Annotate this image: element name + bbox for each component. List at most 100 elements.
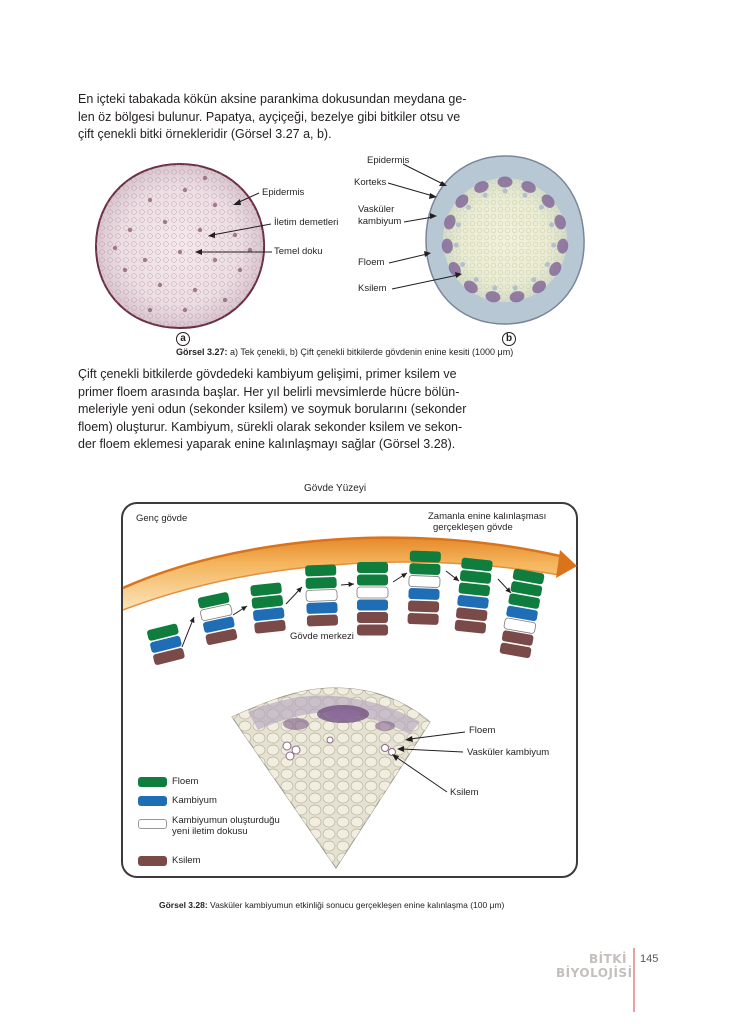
stem-center-label: Gövde merkezi (290, 631, 354, 642)
body-line-5: der floem eklemesi yaparak enine kalınla… (78, 437, 456, 452)
tissue-layer (510, 581, 543, 597)
dicot-stem-section (425, 155, 585, 325)
legend-label-new-tissue-2: yeni iletim dokusu (172, 826, 248, 837)
legend-label-new-tissue-1: Kambiyumun oluşturduğu (172, 815, 280, 826)
figure-328-caption-text: Vasküler kambiyumun etkinliği sonucu ger… (207, 900, 505, 910)
monocot-stem-section (94, 162, 266, 330)
growth-arrow-head (241, 606, 247, 612)
wedge-label-vascular-cambium: Vasküler kambiyum (467, 747, 550, 758)
footer-title-line-2: BİYOLOJİSİ (556, 966, 633, 980)
label-b-xylem: Ksilem (358, 283, 387, 294)
intro-line-3: çift çenekli bitki örnekleridir (Görsel … (78, 127, 332, 142)
thickened-stem-label-1: Zamanla enine kalınlaşması (428, 511, 547, 522)
tissue-layer (356, 586, 389, 599)
figure-327-caption: Görsel 3.27: a) Tek çenekli, b) Çift çen… (176, 347, 513, 357)
footer-book-title: BİTKİ BİYOLOJİSİ (556, 952, 633, 980)
wedge-label-xylem: Ksilem (450, 787, 479, 798)
growth-arrow-head (401, 573, 407, 579)
tissue-layer (503, 617, 536, 634)
body-line-4: floem) oluşturur. Kambiyum, sürekli olar… (78, 419, 463, 434)
tissue-layer (153, 648, 185, 665)
tissue-layer (407, 600, 440, 613)
legend-label-xylem: Ksilem (172, 855, 201, 866)
tissue-layer (456, 607, 488, 622)
legend-swatch-cambium (138, 796, 167, 806)
label-b-phloem: Floem (358, 257, 385, 268)
tissue-layer (197, 592, 230, 609)
tissue-layer (499, 642, 532, 658)
tissue-layer (501, 630, 534, 646)
tissue-layer (306, 614, 339, 627)
tissue-layer (458, 582, 491, 597)
intro-line-1: En içteki tabakada kökün aksine parankim… (78, 92, 467, 106)
monocot-label-lines (195, 192, 272, 255)
legend-swatch-phloem (138, 777, 167, 787)
tissue-layer (461, 557, 493, 572)
thickened-stem-label-2: gerçekleşen gövde (433, 522, 513, 533)
tissue-layer (305, 564, 337, 577)
legend-swatch-new-tissue (138, 819, 167, 829)
body-line-2: primer floem arasında başlar. Her yıl be… (78, 384, 460, 399)
tissue-stack (250, 582, 286, 634)
figure-328-caption-label: Görsel 3.28: (159, 900, 208, 910)
tissue-layer (252, 607, 285, 622)
footer-title-line-1: BİTKİ (588, 952, 627, 966)
tissue-stack (407, 550, 441, 625)
legend-swatch-xylem (138, 856, 167, 866)
label-b-cortex: Korteks (354, 177, 387, 188)
figure-328-frame (121, 502, 578, 878)
tissue-layer (305, 589, 338, 602)
tissue-stack (356, 562, 389, 636)
tissue-stack (454, 557, 493, 634)
panel-a-letter: a (180, 333, 186, 344)
figure-327-caption-label: Görsel 3.27: (176, 347, 228, 357)
tissue-layer (459, 570, 492, 584)
legend-label-phloem: Floem (172, 776, 199, 787)
tissue-stack (499, 568, 545, 658)
growth-arrow-head (505, 587, 511, 593)
tissue-layer (457, 595, 489, 609)
tissue-layer (409, 550, 441, 563)
intro-line-2: len öz bölgesi bulunur. Papatya, ayçiçeğ… (78, 109, 461, 124)
label-a-vascular-bundles: İletim demetleri (274, 217, 339, 228)
tissue-layer (357, 599, 388, 611)
label-a-epidermis: Epidermis (262, 187, 305, 198)
tissue-layer (408, 575, 441, 588)
intro-paragraph: En içteki tabakada kökün aksine parankim… (78, 91, 467, 144)
tissue-layer (357, 562, 388, 573)
legend-label-cambium: Kambiyum (172, 795, 217, 806)
tissue-layer (407, 613, 439, 625)
figure-328-caption: Görsel 3.28: Vasküler kambiyumun etkinli… (159, 900, 504, 910)
tissue-layer (508, 593, 540, 609)
young-stem-label: Genç gövde (136, 513, 188, 524)
tissue-stack (147, 623, 185, 665)
stem-surface-label: Gövde Yüzeyi (304, 483, 367, 494)
tissue-layer (251, 595, 284, 609)
growth-arrow-head (296, 587, 302, 593)
tissue-layer (250, 582, 282, 597)
growth-arrow-head (189, 617, 195, 623)
tissue-layer (454, 619, 487, 634)
tissue-layer (305, 577, 337, 589)
tissue-layer (254, 619, 286, 634)
tissue-layer (200, 604, 233, 621)
body-line-1: Çift çenekli bitkilerde gövdedeki kambiy… (78, 367, 457, 381)
growth-arrow-head (453, 575, 459, 581)
tissue-stack (305, 564, 339, 627)
label-b-epidermis: Epidermis (367, 155, 410, 166)
tissue-layer (306, 602, 338, 614)
tissue-layer (506, 605, 538, 622)
footer-divider (633, 948, 635, 1012)
label-b-vascular-cambium-2: kambiyum (358, 216, 402, 227)
panel-b-badge: b (502, 332, 516, 346)
tissue-layer (408, 588, 440, 600)
tissue-layer (150, 635, 182, 653)
body-line-3: meleriyle yeni odun (sekonder ksilem) ve… (78, 402, 467, 417)
tissue-layer (147, 623, 179, 641)
tissue-layer (409, 563, 441, 575)
tissue-layer (205, 628, 238, 646)
tissue-layer (512, 568, 545, 585)
panel-a-badge: a (176, 332, 190, 346)
